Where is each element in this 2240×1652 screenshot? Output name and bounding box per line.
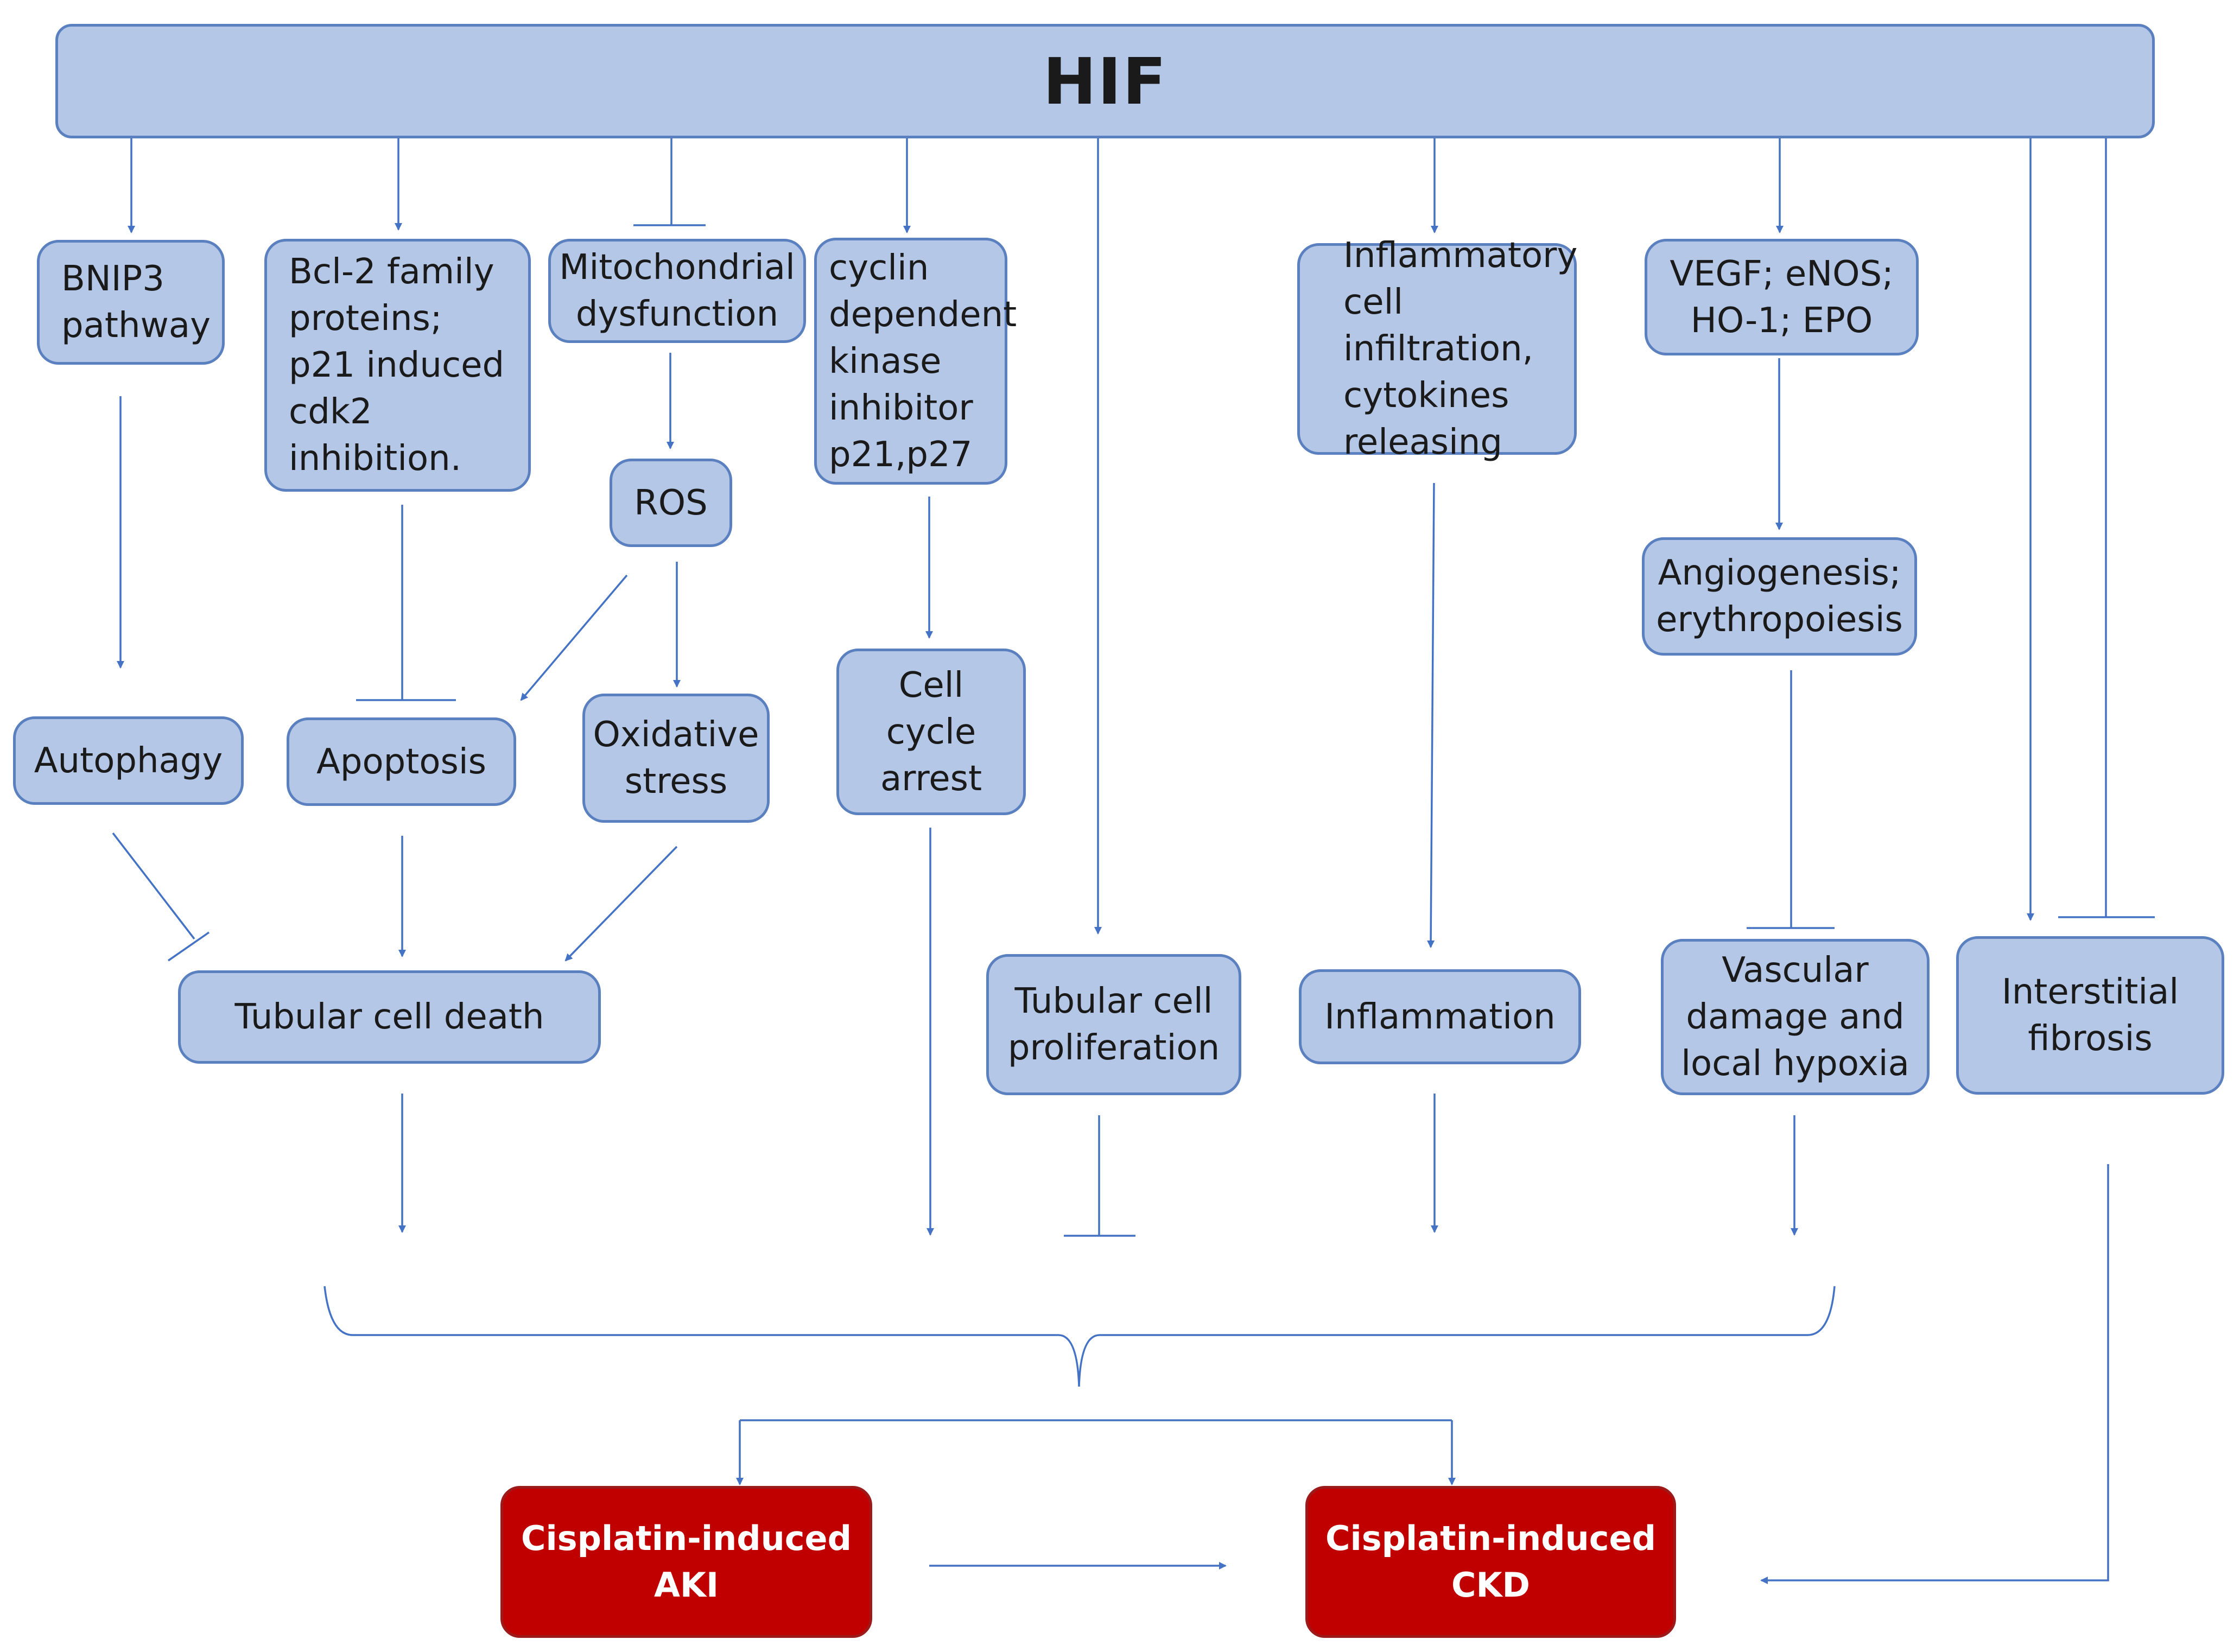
node-cell-cycle-arrest: Cell cycle arrest <box>836 649 1026 815</box>
node-ros: ROS <box>610 459 732 547</box>
inhibit-autophagy-tubdeath <box>112 832 195 940</box>
arrow-fibrosis-ckd <box>1760 1164 2109 1584</box>
node-tubular-cell-proliferation: Tubular cell proliferation <box>986 954 1241 1095</box>
node-mitochondrial-dysfunction: Mitochondrial dysfunction <box>548 239 806 343</box>
grouping-brace <box>323 1286 1836 1387</box>
node-cisplatin-aki: Cisplatin-induced AKI <box>500 1486 872 1638</box>
node-autophagy: Autophagy <box>13 716 244 805</box>
node-angiogenesis: Angiogenesis; erythropoiesis <box>1642 537 1917 656</box>
arrow-inflam-inflammation <box>1427 482 1435 948</box>
node-inflammatory-infiltration: Inflammatory cell infiltration, cytokine… <box>1297 236 1577 462</box>
node-bcl2-family: Bcl-2 family proteins; p21 induced cdk2 … <box>264 239 531 492</box>
node-tubular-cell-death: Tubular cell death <box>178 970 601 1064</box>
hif-node: HIF <box>55 24 2155 138</box>
node-oxidative-stress: Oxidative stress <box>582 694 770 823</box>
arrow-oxstress-tubdeath <box>564 846 678 962</box>
node-vegf-enos: VEGF; eNOS; HO-1; EPO <box>1645 239 1919 355</box>
node-cdk-inhibitor: cyclin dependent kinase inhibitor p21,p2… <box>814 238 1017 485</box>
node-bnip3-pathway: BNIP3 pathway <box>37 240 225 365</box>
node-vascular-damage: Vascular damage and local hypoxia <box>1661 939 1930 1095</box>
node-cisplatin-ckd: Cisplatin-induced CKD <box>1305 1486 1676 1638</box>
node-inflammation: Inflammation <box>1299 969 1581 1064</box>
arrow-ros-apoptosis <box>520 574 628 701</box>
node-interstitial-fibrosis: Interstitial fibrosis <box>1956 936 2224 1095</box>
node-apoptosis: Apoptosis <box>287 717 516 806</box>
